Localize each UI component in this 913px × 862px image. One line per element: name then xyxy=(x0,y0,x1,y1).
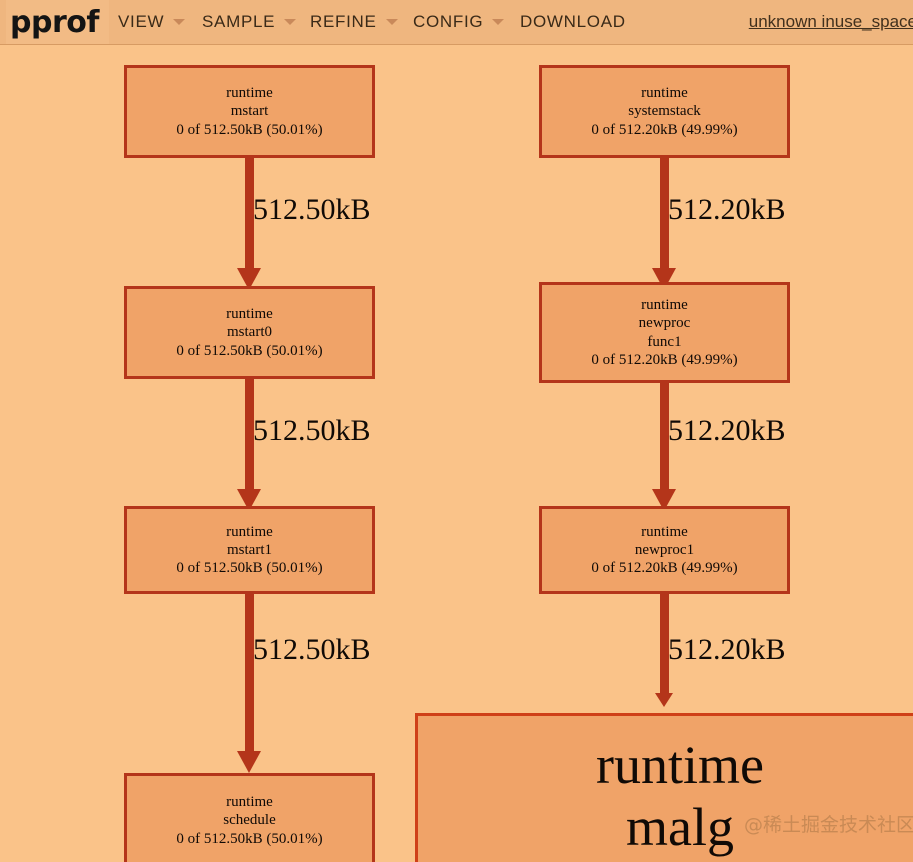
menu-config-label: CONFIG xyxy=(413,12,484,31)
menu-sample-label: SAMPLE xyxy=(202,12,276,31)
edge-label: 512.20kB xyxy=(668,193,786,226)
menu-config[interactable]: CONFIG xyxy=(413,0,505,44)
profile-type-link[interactable]: unknown inuse_space xyxy=(748,12,913,31)
node-stat: 0 of 512.50kB (50.01%) xyxy=(176,830,323,847)
graph-node-newproc1[interactable]: runtime newproc1 0 of 512.20kB (49.99%) xyxy=(539,506,790,594)
graph-node-newproc-func1[interactable]: runtime newproc func1 0 of 512.20kB (49.… xyxy=(539,282,790,383)
node-function: mstart0 xyxy=(227,324,272,341)
node-stat: 0 of 512.50kB (50.01%) xyxy=(176,342,323,359)
menu-view-label: VIEW xyxy=(118,12,165,31)
chevron-down-icon xyxy=(492,19,505,25)
menu-sample[interactable]: SAMPLE xyxy=(202,0,297,44)
node-stat: 512.20kB (49.99%) xyxy=(506,858,854,862)
edge-label: 512.50kB xyxy=(253,633,371,666)
node-stat: 0 of 512.20kB (49.99%) xyxy=(591,560,738,577)
node-package: runtime xyxy=(596,735,764,796)
pprof-logo: pprof xyxy=(6,0,109,44)
graph-node-systemstack[interactable]: runtime systemstack 0 of 512.20kB (49.99… xyxy=(539,65,790,158)
graph-node-malg[interactable]: runtime malg 512.20kB (49.99%) xyxy=(415,713,913,862)
node-package: runtime xyxy=(641,523,688,540)
node-stat: 0 of 512.20kB (49.99%) xyxy=(591,121,738,138)
app-header: pprof VIEW SAMPLE REFINE CONFIG DOWNLOAD… xyxy=(0,0,913,45)
node-package: runtime xyxy=(641,85,688,102)
edge-label: 512.20kB xyxy=(668,414,786,447)
node-function: systemstack xyxy=(628,103,701,120)
graph-node-mstart0[interactable]: runtime mstart0 0 of 512.50kB (50.01%) xyxy=(124,286,375,379)
node-function: mstart xyxy=(230,103,269,120)
chevron-down-icon xyxy=(385,19,398,25)
menu-download-label: DOWNLOAD xyxy=(520,12,626,31)
edge-label: 512.50kB xyxy=(253,193,371,226)
node-function: malg xyxy=(626,797,734,858)
node-function: newproc1 xyxy=(634,541,695,558)
menu-download[interactable]: DOWNLOAD xyxy=(520,0,626,44)
node-package: runtime xyxy=(226,523,273,540)
node-function: mstart1 xyxy=(227,541,272,558)
node-package: runtime xyxy=(641,296,688,313)
menu-refine[interactable]: REFINE xyxy=(310,0,398,44)
chevron-down-icon xyxy=(284,19,297,25)
node-package: runtime xyxy=(226,85,273,102)
graph-node-mstart[interactable]: runtime mstart 0 of 512.50kB (50.01%) xyxy=(124,65,375,158)
chevron-down-icon xyxy=(173,19,186,25)
call-graph-canvas: runtime mstart 0 of 512.50kB (50.01%) 51… xyxy=(0,45,913,862)
edge-label: 512.20kB xyxy=(668,633,786,666)
menu-view[interactable]: VIEW xyxy=(118,0,186,44)
edge-label: 512.50kB xyxy=(253,414,371,447)
node-function-sub: func1 xyxy=(647,333,682,350)
node-stat: 0 of 512.50kB (50.01%) xyxy=(176,560,323,577)
graph-node-schedule[interactable]: runtime schedule 0 of 512.50kB (50.01%) xyxy=(124,773,375,862)
menu-refine-label: REFINE xyxy=(310,12,377,31)
node-stat: 0 of 512.20kB (49.99%) xyxy=(591,351,738,368)
node-function: schedule xyxy=(223,812,276,829)
node-function: newproc xyxy=(638,315,691,332)
graph-node-mstart1[interactable]: runtime mstart1 0 of 512.50kB (50.01%) xyxy=(124,506,375,594)
node-stat: 0 of 512.50kB (50.01%) xyxy=(176,121,323,138)
node-package: runtime xyxy=(226,306,273,323)
node-package: runtime xyxy=(226,794,273,811)
